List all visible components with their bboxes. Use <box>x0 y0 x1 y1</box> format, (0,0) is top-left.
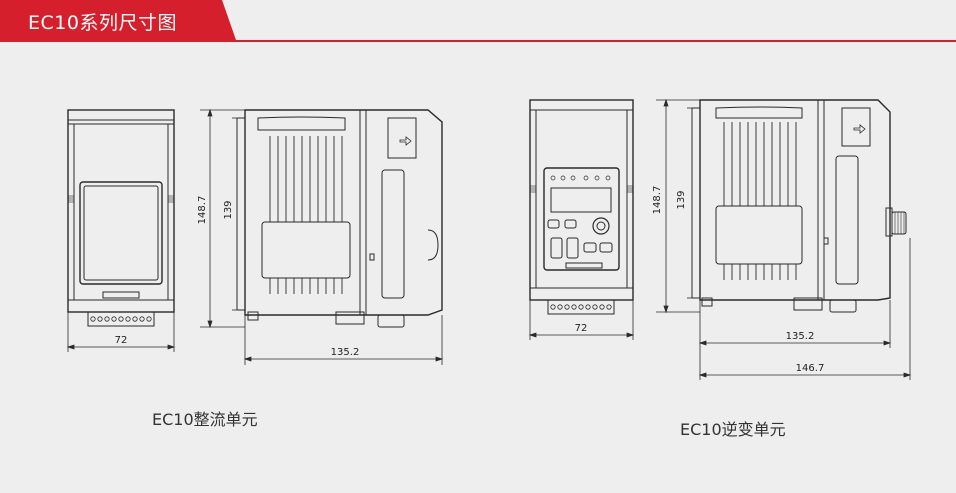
rectifier-depth-label: 135.2 <box>331 347 360 358</box>
inverter-front-view <box>529 99 634 315</box>
inverter-height-total-label: 148.7 <box>652 186 663 215</box>
inverter-depth-label: 135.2 <box>786 331 815 342</box>
rectifier-caption: EC10整流单元 <box>152 410 258 429</box>
run-icon <box>547 219 560 229</box>
knob-icon <box>592 217 610 235</box>
header-tab <box>0 0 236 40</box>
rectifier-side-view <box>236 109 443 328</box>
rectifier-height-dimensions <box>200 108 245 329</box>
stop-icon <box>564 219 577 229</box>
down-arrow-icon <box>566 237 579 259</box>
inverter-side-view <box>691 99 907 313</box>
rectifier-height-body-label: 139 <box>223 200 234 219</box>
header-bar: EC10系列尺寸图 <box>0 0 956 42</box>
rectifier-height-total-label: 148.7 <box>197 196 208 225</box>
inverter-height-body-label: 139 <box>676 190 687 209</box>
inverter-overall-depth-label: 146.7 <box>796 363 825 374</box>
inverter-width-dimension <box>528 300 635 340</box>
rectifier-width-dimension <box>66 312 176 352</box>
rectifier-front-view <box>67 109 175 327</box>
page-title: EC10系列尺寸图 <box>28 12 177 34</box>
rectifier-width-label: 72 <box>115 335 128 346</box>
rectifier-depth-dimension <box>243 315 444 365</box>
inverter-caption: EC10逆变单元 <box>680 420 786 439</box>
inverter-width-label: 72 <box>575 323 588 334</box>
inverter-height-dimensions <box>656 98 700 314</box>
inverter-depth-dimensions <box>698 238 912 380</box>
up-arrow-icon <box>550 237 563 259</box>
